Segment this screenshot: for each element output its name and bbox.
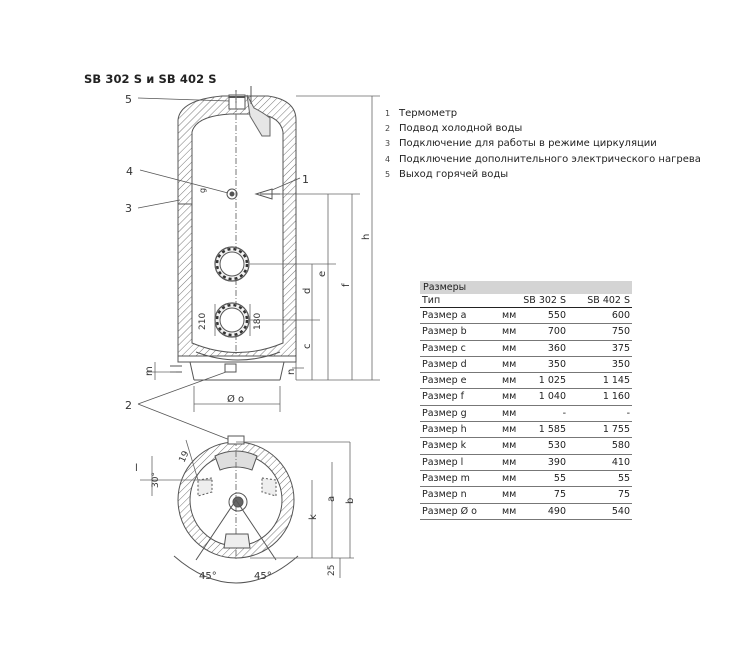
dim-h: h bbox=[361, 234, 372, 240]
table-caption: Размеры bbox=[420, 281, 633, 294]
dim-o: Ø o bbox=[227, 393, 244, 405]
dim-n: n bbox=[286, 369, 297, 375]
top-centre-port bbox=[232, 496, 244, 508]
dim-a: a bbox=[326, 496, 337, 502]
side-view-labels: 5 4 3 1 2 h f e d c g m n Ø o 210 180 bbox=[125, 93, 372, 412]
callout-5: 5 bbox=[125, 93, 132, 106]
base-feet bbox=[189, 361, 285, 381]
page-title: SB 302 S и SB 402 S bbox=[84, 72, 217, 86]
callout-2: 2 bbox=[125, 399, 132, 412]
dim-45-left: 45° bbox=[199, 571, 217, 582]
dim-f: f bbox=[341, 283, 352, 287]
dim-e: e bbox=[317, 271, 328, 277]
dim-210: 210 bbox=[198, 313, 208, 330]
electric-heating-port bbox=[226, 188, 238, 200]
top-view bbox=[140, 435, 354, 584]
dim-19: 19 bbox=[178, 449, 192, 464]
callout-1: 1 bbox=[302, 173, 309, 186]
dim-m: m bbox=[144, 366, 155, 376]
dim-45-right: 45° bbox=[254, 571, 272, 582]
dim-30: 30° bbox=[151, 472, 161, 488]
dim-b: b bbox=[345, 498, 356, 504]
dim-c: c bbox=[302, 344, 313, 350]
callout-4: 4 bbox=[126, 165, 133, 178]
hot-water-outlet bbox=[228, 94, 246, 110]
side-view bbox=[137, 86, 380, 441]
dim-k: k bbox=[308, 514, 319, 520]
table-header-row: Тип SB 302 S SB 402 S bbox=[420, 294, 633, 308]
top-view-labels: l 30° 19 k a b 25 45° 45° bbox=[135, 449, 356, 582]
dim-180: 180 bbox=[253, 313, 263, 330]
dim-l: l bbox=[135, 463, 138, 474]
dim-d: d bbox=[302, 288, 313, 294]
inner-tank bbox=[191, 113, 284, 353]
dim-25: 25 bbox=[327, 565, 337, 576]
dim-g: g bbox=[198, 188, 207, 193]
callout-3: 3 bbox=[125, 202, 132, 215]
